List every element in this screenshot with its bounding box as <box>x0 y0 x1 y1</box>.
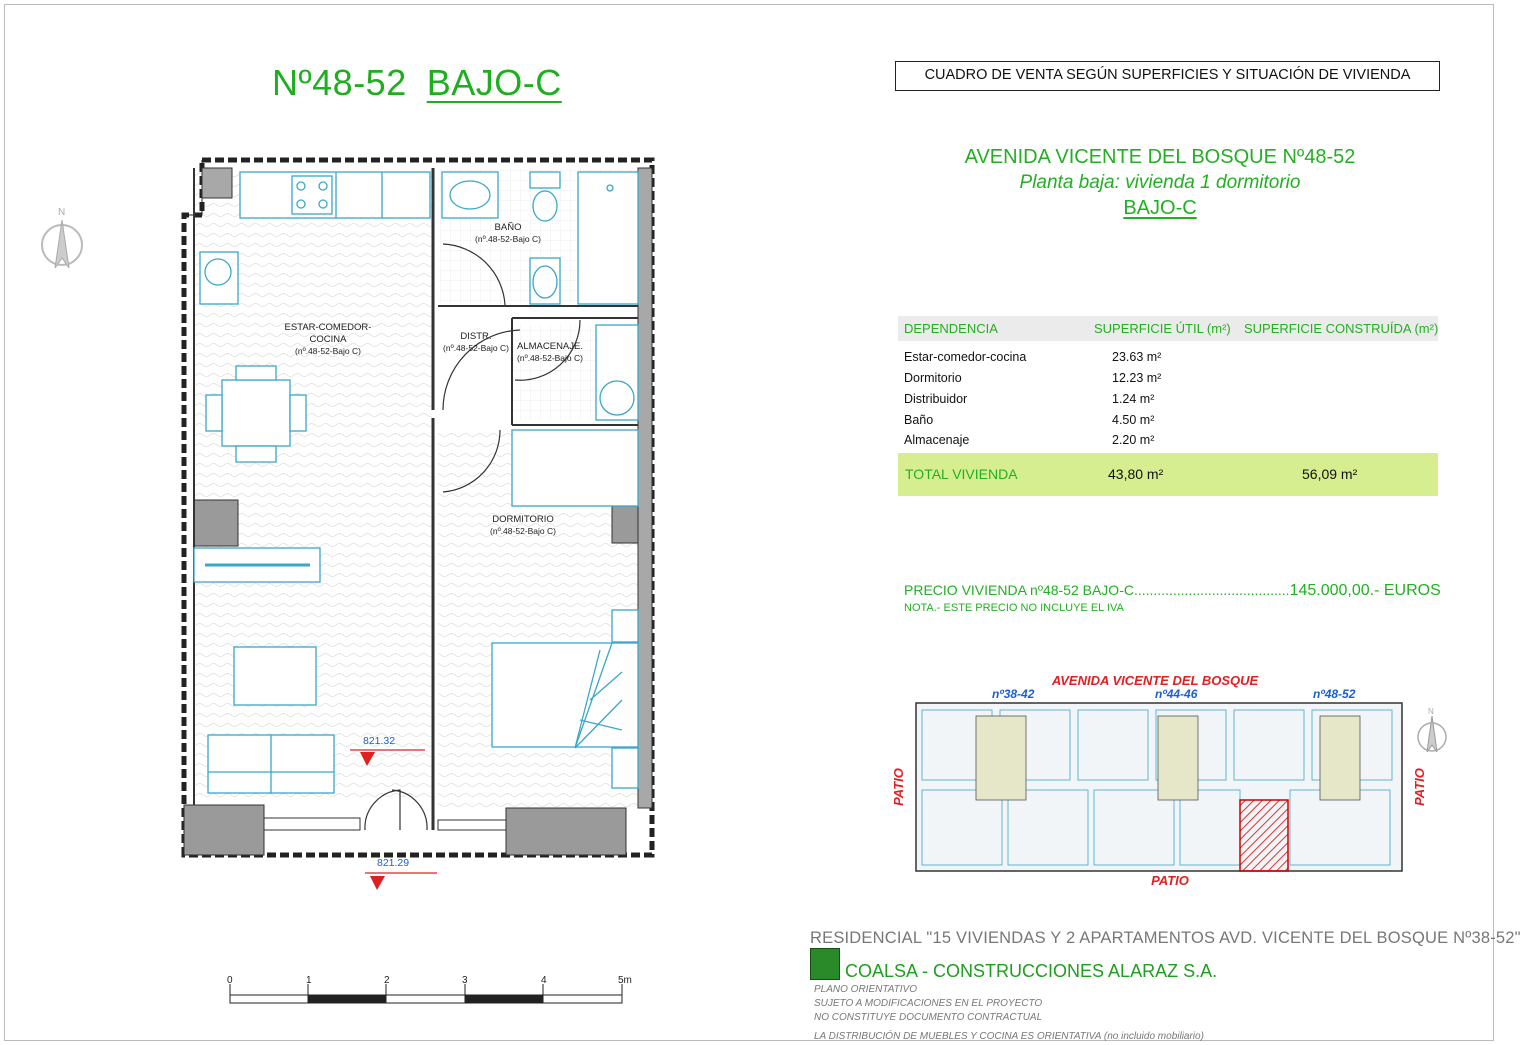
bed <box>491 429 639 789</box>
total-row: TOTAL VIVIENDA 43,80 m² 56,09 m² <box>898 453 1438 496</box>
total-construida: 56,09 m² <box>1302 466 1358 482</box>
level-value: 821.32 <box>363 735 395 747</box>
sales-table-caption: CUADRO DE VENTA SEGÚN SUPERFICIES Y SITU… <box>895 61 1440 91</box>
address-line: AVENIDA VICENTE DEL BOSQUE Nº48-52 <box>964 146 1356 168</box>
room-label-distr: DISTR. <box>460 331 491 342</box>
north-label: N <box>58 207 65 218</box>
table-header: DEPENDENCIA SUPERFICIE ÚTIL (m²) SUPERFI… <box>898 316 1438 341</box>
price-label: PRECIO VIVIENDA nº48-52 BAJO-C <box>904 582 1134 598</box>
site-number-label: nº48-52 <box>1313 687 1356 701</box>
table-row: Almacenaje 2.20 m² <box>904 433 1154 447</box>
table-row: Baño 4.50 m² <box>904 413 1154 427</box>
room-label-estar: ESTAR-COMEDOR- <box>285 322 372 333</box>
table-row: Distribuidor 1.24 m² <box>904 392 1154 406</box>
scale-label: 4 <box>541 975 547 986</box>
price-dots: ........................................ <box>1133 582 1290 598</box>
room-id-dormitorio: (nº.48-52-Bajo C) <box>490 526 556 536</box>
col-dependencia: DEPENDENCIA <box>904 321 998 336</box>
footer-note: SUJETO A MODIFICACIONES EN EL PROYECTO <box>814 998 1043 1009</box>
kitchen-counter <box>199 171 431 305</box>
site-number-label: nº44-46 <box>1155 687 1198 701</box>
room-id-bano: (nº.48-52-Bajo C) <box>475 234 541 244</box>
residencial-title: RESIDENCIAL "15 VIVIENDAS Y 2 APARTAMENT… <box>810 929 1521 947</box>
row-name: Estar-comedor-cocina <box>904 350 1027 364</box>
level-marker: 821.29 <box>365 857 437 890</box>
site-number-label: nº38-42 <box>992 687 1035 701</box>
bathroom-fixtures <box>441 171 639 421</box>
scale-label: 5m <box>618 975 632 986</box>
level-marker: 821.32 <box>350 735 425 766</box>
floor-description: Planta baja: vivienda 1 dormitorio <box>1019 172 1301 193</box>
row-util: 12.23 m² <box>1112 371 1162 385</box>
sofa <box>207 646 335 794</box>
site-street-label: AVENIDA VICENTE DEL BOSQUE <box>1051 673 1259 688</box>
scale-label: 2 <box>384 975 390 986</box>
room-id-estar: (nº.48-52-Bajo C) <box>295 346 361 356</box>
scale-label: 3 <box>462 975 468 986</box>
row-util: 2.20 m² <box>1112 433 1155 447</box>
room-label-estar-2: COCINA <box>310 334 348 345</box>
company-name: COALSA - CONSTRUCCIONES ALARAZ S.A. <box>845 961 1218 981</box>
site-patio-left: PATIO <box>891 768 906 806</box>
row-name: Baño <box>904 413 934 427</box>
title-unit: BAJO-C <box>426 62 562 103</box>
site-north-icon: N <box>1417 707 1447 753</box>
title-number: Nº48-52 <box>272 62 407 103</box>
col-superficie-util: SUPERFICIE ÚTIL (m²) <box>1094 321 1231 336</box>
table-row: Estar-comedor-cocina 23.63 m² <box>904 350 1161 364</box>
scale-bar: 0 1 2 3 4 5m <box>227 975 632 1004</box>
col-superficie-construida: SUPERFICIE CONSTRUÍDA (m²) <box>1244 321 1439 336</box>
price-amount: 145.000,00.- EUROS <box>1289 582 1441 599</box>
footer-note: LA DISTRIBUCIÓN DE MUEBLES Y COCINA ES O… <box>814 1031 1204 1042</box>
unit-label: BAJO-C <box>1123 197 1197 219</box>
footer-note: NO CONSTITUYE DOCUMENTO CONTRACTUAL <box>814 1012 1043 1023</box>
highlighted-unit <box>1239 799 1289 872</box>
row-name: Almacenaje <box>904 433 970 447</box>
north-label: N <box>1428 707 1434 716</box>
room-label-bano: BAÑO <box>495 222 522 233</box>
price-line: PRECIO VIVIENDA nº48-52 BAJO-C..........… <box>904 582 1441 600</box>
page-frame <box>4 4 1494 1041</box>
table-row: Dormitorio 12.23 m² <box>904 371 1161 385</box>
row-name: Distribuidor <box>904 392 968 406</box>
level-value: 821.29 <box>377 857 409 869</box>
total-label: TOTAL VIVIENDA <box>905 466 1018 482</box>
footer-note: PLANO ORIENTATIVO <box>814 984 917 995</box>
site-patio-right: PATIO <box>1412 768 1427 806</box>
room-label-almacen: ALMACENAJE. <box>517 341 583 352</box>
coalsa-logo <box>810 948 840 980</box>
tv-unit <box>193 547 321 583</box>
site-plan: AVENIDA VICENTE DEL BOSQUE nº38-42 nº44-… <box>891 673 1447 888</box>
scale-label: 1 <box>306 975 312 986</box>
scale-label: 0 <box>227 975 233 986</box>
row-util: 1.24 m² <box>1112 392 1155 406</box>
room-id-almacen: (nº.48-52-Bajo C) <box>517 353 583 363</box>
total-util: 43,80 m² <box>1108 466 1164 482</box>
north-arrow-icon: N <box>41 207 83 269</box>
room-id-distr: (nº.48-52-Bajo C) <box>443 343 509 353</box>
row-util: 23.63 m² <box>1112 350 1162 364</box>
room-label-dormitorio: DORMITORIO <box>492 514 554 525</box>
row-util: 4.50 m² <box>1112 413 1155 427</box>
site-patio-bottom: PATIO <box>1151 873 1189 888</box>
dining-table <box>205 365 307 463</box>
row-name: Dormitorio <box>904 371 962 385</box>
page-title: Nº48-52 BAJO-C <box>272 62 562 104</box>
price-note: NOTA.- ESTE PRECIO NO INCLUYE EL IVA <box>904 602 1124 614</box>
